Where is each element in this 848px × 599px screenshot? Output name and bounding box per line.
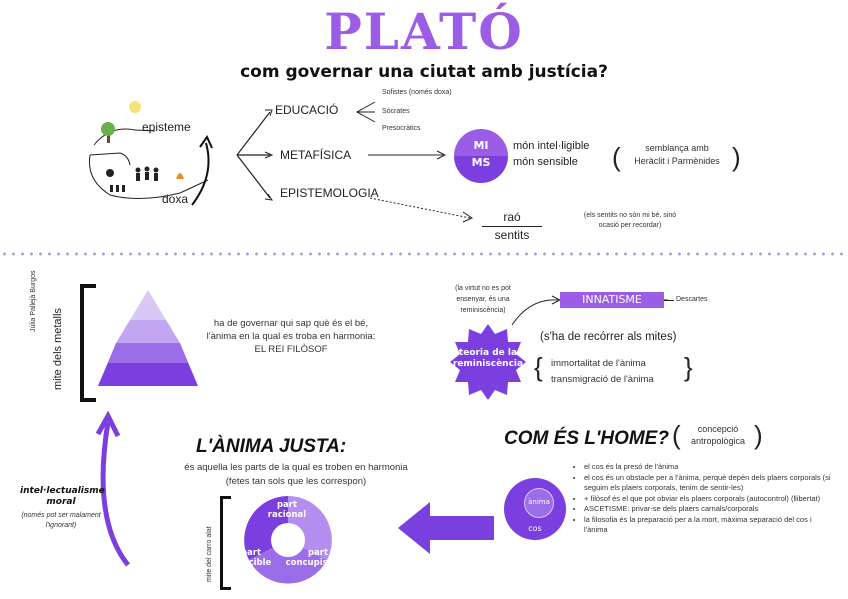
- semblanca-line-1: Heràclit i Parmènides: [634, 156, 720, 166]
- page-subtitle: com governar una ciutat amb justícia?: [240, 62, 608, 82]
- anima-circle: [524, 488, 554, 518]
- intel-note-0: (només pot ser malament: [21, 512, 101, 519]
- page-title: PLATÓ: [324, 2, 524, 61]
- virtut-note-0: (la virtut no es pot: [455, 285, 511, 292]
- part-concupiscible-0: part: [307, 548, 329, 558]
- branch-educacio: EDUCACIÓ: [275, 103, 339, 117]
- pyramid-text-2: EL REI FILÒSOF: [254, 344, 328, 355]
- pyramid-text-0: ha de governar qui sap què és el bé,: [213, 318, 369, 329]
- reminiscencia-line-1: reminiscència: [452, 359, 524, 369]
- home-list-item: ASCETISME: privar-se dels plaers carnals…: [584, 504, 834, 515]
- ms-label: MS: [471, 156, 491, 169]
- innatisme-box: INNATISME: [560, 292, 664, 308]
- paren-close-2: ): [754, 420, 763, 450]
- educacio-item-1: Sòcrates: [382, 108, 410, 115]
- semblanca-line-0: semblança amb: [645, 143, 709, 153]
- reminiscencia-burst: [450, 324, 526, 400]
- home-list-item: el cos és la presó de l'ànima: [584, 462, 834, 473]
- sentits-note-1: ocasió per recordar): [598, 222, 662, 229]
- bracket-soul: [220, 496, 231, 590]
- home-list: el cos és la presó de l'ànima el cos és …: [574, 462, 834, 536]
- part-concupiscible-1: concupiscible: [285, 558, 351, 568]
- part-racional-0: part: [276, 500, 298, 510]
- reminiscencia-item-1: transmigració de l'ànima: [551, 374, 654, 385]
- mites-label: (s'ha de recórrer als mites): [540, 331, 677, 343]
- intel-line-0: intel·lectualisme: [20, 486, 105, 496]
- curved-arrow: [95, 410, 130, 567]
- pyramid: [98, 290, 198, 386]
- anima-justa-desc-0: és aquella les parts de la qual es trobe…: [184, 462, 408, 473]
- cave-drawing: [88, 101, 213, 206]
- paren-close: ): [732, 142, 741, 172]
- branch-arrows: [236, 101, 474, 223]
- doxa-label: doxa: [162, 192, 189, 206]
- tree-icon: [107, 133, 110, 143]
- concepcio-1: antropològica: [690, 436, 746, 446]
- educacio-item-2: Presocràtics: [382, 125, 421, 132]
- innatisme-line: [664, 300, 674, 301]
- pyramid-text-1: l'ànima en la qual es troba en harmonia:: [206, 331, 376, 342]
- cos-label: cos: [528, 524, 542, 533]
- sentits-label: sentits: [494, 228, 530, 242]
- virtut-note-2: reminiscència): [460, 307, 506, 314]
- branch-metafisica: METAFÍSICA: [280, 148, 352, 162]
- reminiscencia-line-0: teoria de la: [458, 348, 518, 358]
- mon-sensible: món sensible: [513, 156, 578, 168]
- intel-line-1: moral: [46, 497, 76, 507]
- sun-icon: [129, 101, 141, 113]
- reminiscencia-item-0: immortalitat de l'ànima: [551, 358, 646, 369]
- home-list-item: + filòsof és el que pot obviar els plaer…: [584, 494, 834, 505]
- mi-label: MI: [473, 139, 489, 152]
- mon-intelligible: món intel·ligible: [513, 140, 590, 152]
- paren-open: (: [612, 142, 621, 172]
- fire-icon: [176, 173, 184, 179]
- part-irascible-0: part: [240, 548, 262, 558]
- part-racional-1: racional: [267, 510, 307, 520]
- branch-epistemologia: EPISTEMOLOGIA: [280, 186, 379, 200]
- intel-note-1: l'ignorant): [45, 522, 77, 529]
- anima-justa-desc-1: (fetes tan sols que les correspon): [225, 476, 367, 487]
- com-home-heading: COM ÉS L'HOME?: [504, 428, 669, 449]
- virtut-note-1: ensenyar, és una: [456, 296, 510, 303]
- descartes-label: Descartes: [676, 296, 708, 303]
- dotted-divider: [0, 252, 848, 256]
- bracket-left: [80, 284, 96, 402]
- mite-carro-label: mite del carro alat: [206, 526, 213, 582]
- part-irascible-1: irascible: [230, 558, 272, 568]
- educacio-item-0: Sofistes (només doxa): [382, 89, 452, 96]
- mi-ms-circle: [454, 129, 508, 183]
- anima-label: ànima: [528, 498, 550, 506]
- soul-donut: [244, 496, 332, 584]
- silhouette-icon: [106, 169, 114, 177]
- sentits-note-0: (els sentits no són mi bé, sinó: [583, 212, 677, 219]
- big-left-arrow: [398, 502, 494, 554]
- mite-metalls-label: mite dels metalls: [52, 308, 64, 390]
- anima-justa-heading: L'ÀNIMA JUSTA:: [196, 436, 347, 457]
- brace-open: {: [534, 352, 543, 382]
- brace-close: }: [684, 352, 693, 382]
- rao-label: raó: [503, 210, 521, 224]
- paren-open-2: (: [672, 420, 681, 450]
- author-name: Júlia Pallejà Burgos: [30, 270, 37, 332]
- home-list-item: el cos és un obstacle per a l'ànima, per…: [584, 473, 834, 494]
- episteme-label: episteme: [142, 120, 191, 134]
- home-list-item: la filosofia és la preparació per a la m…: [584, 515, 834, 536]
- fraction-line: [482, 226, 542, 227]
- prisoners-icon: [110, 166, 159, 192]
- concepcio-0: concepció: [697, 424, 739, 434]
